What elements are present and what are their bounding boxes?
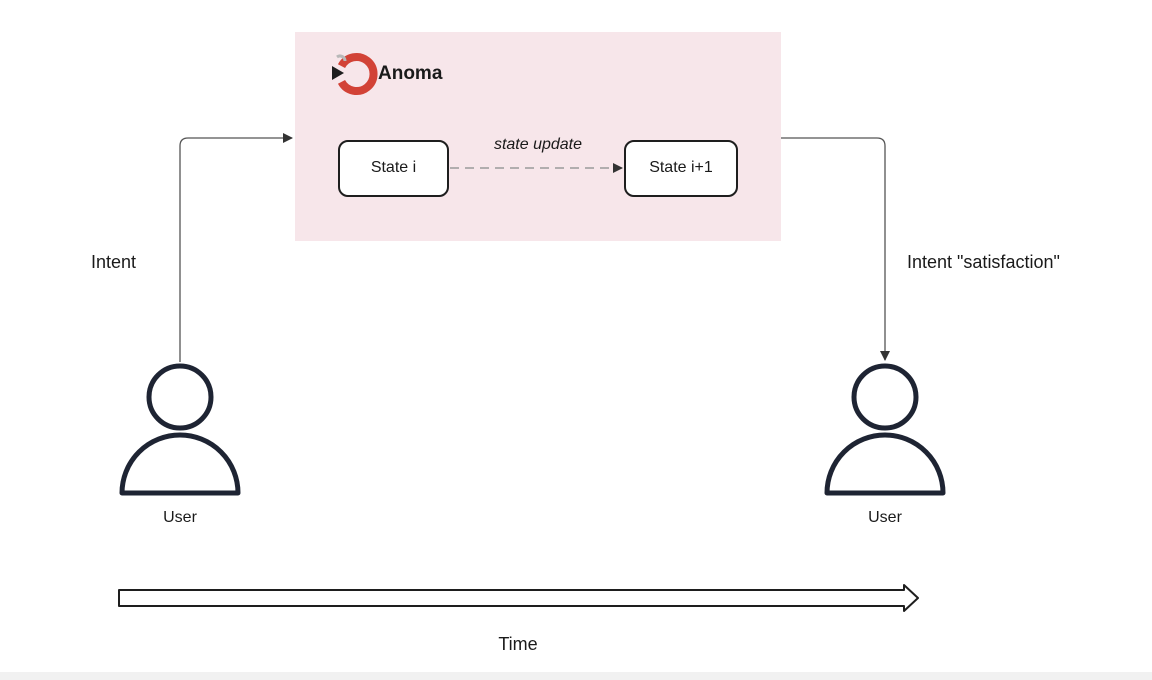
state-i-label: State i bbox=[371, 159, 416, 176]
user-label-right: User bbox=[868, 509, 902, 526]
anoma-logo-icon bbox=[332, 53, 378, 95]
user-icon bbox=[824, 363, 946, 496]
intent-label: Intent bbox=[91, 252, 136, 272]
state-update-label: state update bbox=[494, 136, 582, 153]
state-i-plus-1-box bbox=[624, 140, 738, 197]
time-label: Time bbox=[498, 634, 537, 654]
time-arrow-icon bbox=[118, 584, 919, 612]
state-i-plus-1-label: State i+1 bbox=[649, 159, 713, 176]
bottom-strip bbox=[0, 672, 1152, 680]
system-name: Anoma bbox=[378, 63, 443, 84]
intent-satisfaction-arrow bbox=[781, 137, 890, 361]
user-label-left: User bbox=[163, 509, 197, 526]
intent-arrow bbox=[179, 133, 293, 362]
state-i-box bbox=[338, 140, 449, 197]
intent-satisfaction-label: Intent "satisfaction" bbox=[907, 252, 1060, 272]
user-icon bbox=[119, 363, 241, 496]
